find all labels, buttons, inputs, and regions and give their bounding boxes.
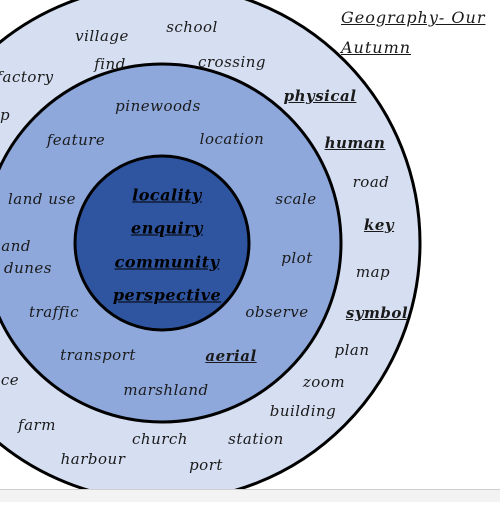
bottom-scroll-bar[interactable]: [0, 489, 500, 502]
word-community: community: [114, 252, 220, 272]
word-church: church: [132, 430, 188, 448]
word-school: school: [166, 18, 218, 36]
word-aerial: aerial: [205, 347, 257, 365]
word-p: p: [0, 106, 11, 124]
word-farm: farm: [18, 416, 56, 434]
word-dunes: dunes: [4, 259, 52, 277]
word-zoom: zoom: [302, 373, 346, 391]
word-factory: factory: [0, 68, 54, 86]
word-location: location: [199, 130, 265, 148]
word-key: key: [363, 216, 395, 234]
title-line-2: Autumn: [341, 38, 412, 57]
word-transport: transport: [60, 346, 136, 364]
word-symbol: symbol: [345, 304, 409, 322]
word-find: find: [94, 55, 126, 73]
word-marshland: marshland: [123, 381, 209, 399]
word-ce: ce: [0, 371, 20, 389]
inner-circle: [73, 154, 251, 332]
word-building: building: [269, 402, 337, 420]
word-map: map: [355, 263, 391, 281]
word-traffic: traffic: [29, 303, 79, 321]
word-port: port: [189, 456, 223, 474]
word-land-use: land use: [7, 190, 77, 208]
word-human: human: [324, 134, 386, 152]
word-plan: plan: [334, 341, 370, 359]
word-enquiry: enquiry: [131, 218, 203, 238]
title-line-1: Geography- Our: [341, 8, 486, 27]
word-scale: scale: [275, 190, 317, 208]
word-station: station: [228, 430, 284, 448]
word-village: village: [75, 27, 129, 45]
word-observe: observe: [245, 303, 309, 321]
word-perspective: perspective: [112, 285, 222, 305]
word-road: road: [352, 173, 390, 191]
word-crossing: crossing: [197, 53, 267, 71]
word-pinewoods: pinewoods: [115, 97, 201, 115]
word-sand: sand: [0, 237, 31, 255]
word-harbour: harbour: [60, 450, 126, 468]
word-plot: plot: [281, 249, 313, 267]
word-feature: feature: [46, 131, 106, 149]
word-physical: physical: [283, 87, 357, 105]
word-locality: locality: [132, 185, 202, 205]
